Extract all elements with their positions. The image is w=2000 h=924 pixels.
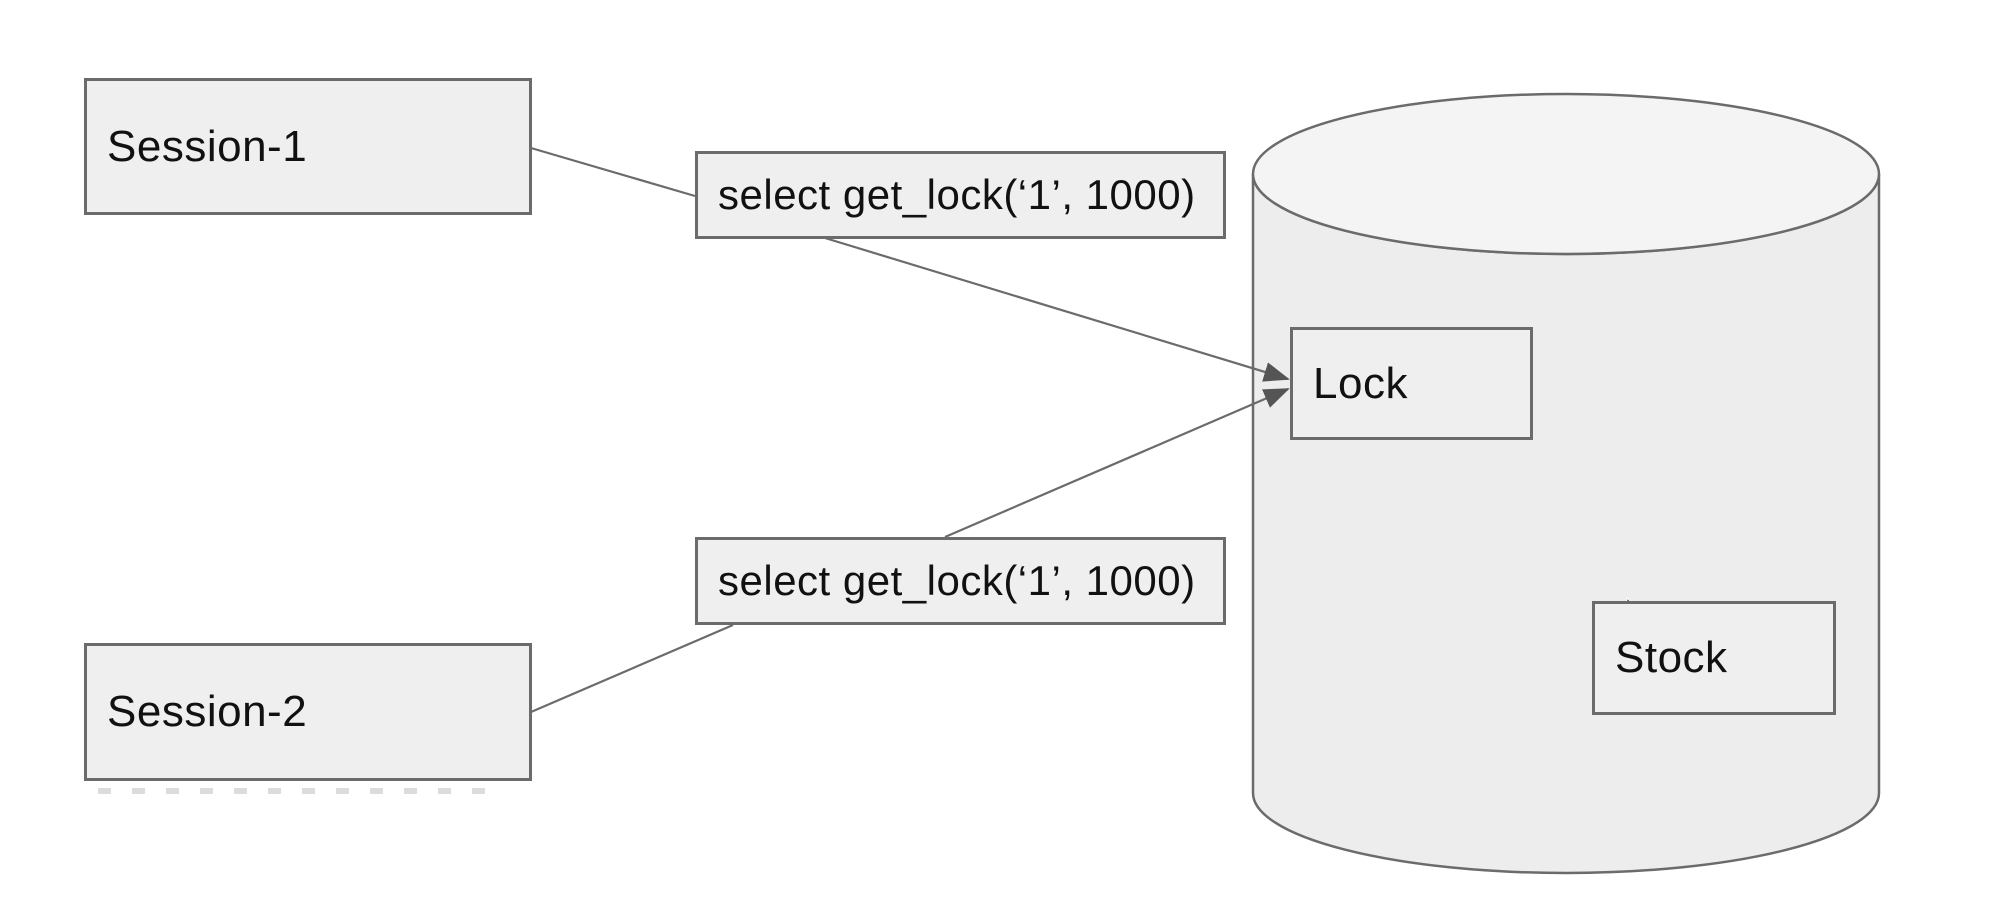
session-1-box: Session-1 bbox=[84, 78, 532, 215]
session-2-box: Session-2 bbox=[84, 643, 532, 781]
query-1-box: select get_lock(‘1’, 1000) bbox=[695, 151, 1226, 239]
stock-box: Stock bbox=[1592, 601, 1836, 715]
connector-session1-query1 bbox=[530, 146, 696, 198]
query-1-label: select get_lock(‘1’, 1000) bbox=[718, 171, 1196, 218]
connector-session2-query2 bbox=[530, 623, 734, 714]
connector-query2-lock-arrow bbox=[944, 387, 1290, 539]
session-2-label: Session-2 bbox=[107, 687, 308, 736]
query-2-box: select get_lock(‘1’, 1000) bbox=[695, 537, 1226, 625]
cylinder-body bbox=[1251, 173, 1881, 875]
lock-label: Lock bbox=[1313, 358, 1408, 408]
connector-query1-lock-arrow bbox=[824, 236, 1290, 382]
lock-box: Lock bbox=[1290, 327, 1533, 440]
database-cylinder-icon bbox=[1251, 92, 1881, 875]
stock-label: Stock bbox=[1615, 633, 1728, 682]
session-1-label: Session-1 bbox=[107, 121, 308, 171]
cylinder-top-ellipse bbox=[1251, 92, 1881, 256]
query-2-label: select get_lock(‘1’, 1000) bbox=[718, 557, 1196, 604]
